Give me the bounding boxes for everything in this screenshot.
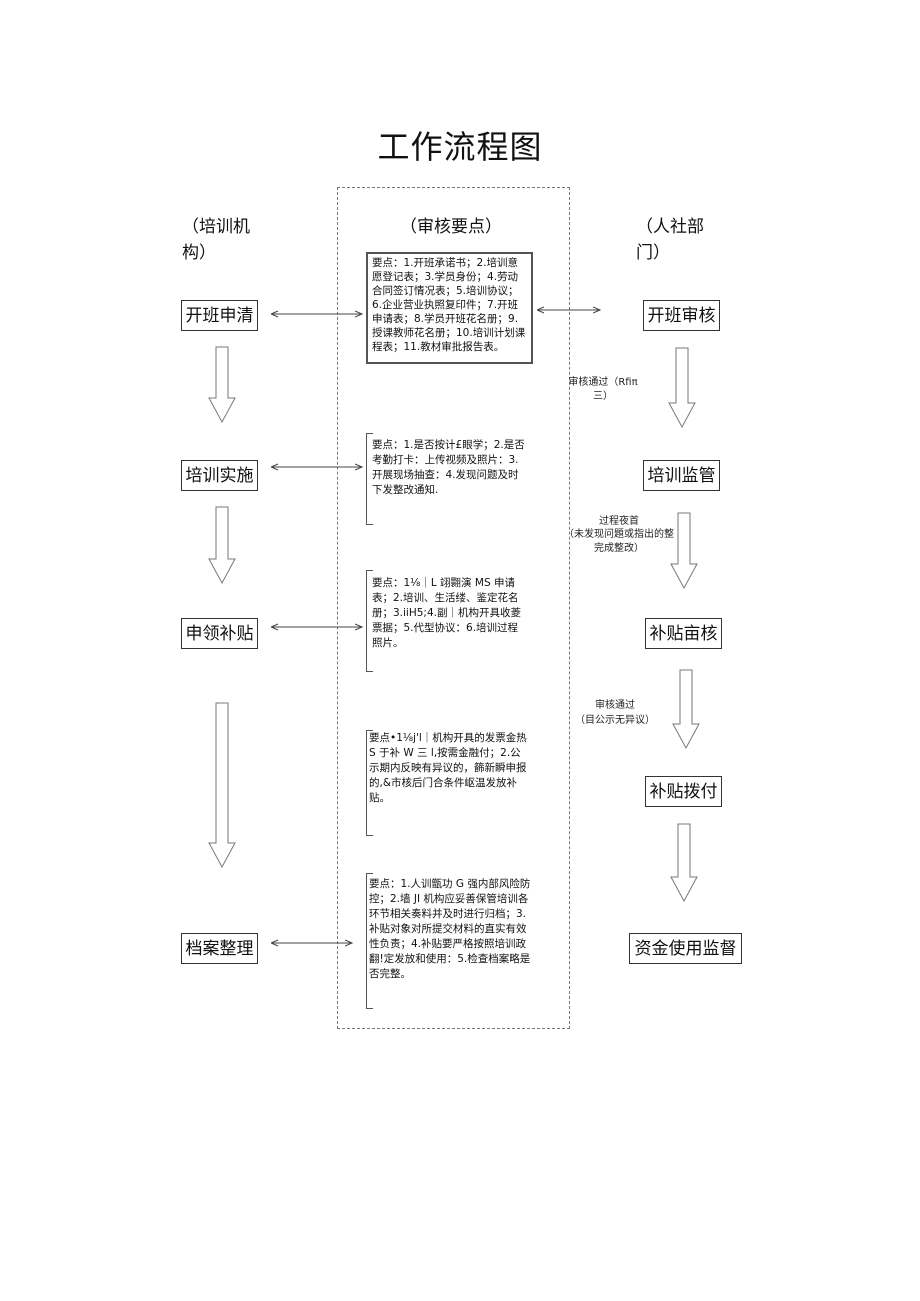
label-review-pass-1: 审核通过（Rfiπ 三）	[568, 377, 638, 402]
left-down-arrow-2	[208, 506, 236, 585]
step-subsidy-disbursement: 补贴拨付	[645, 776, 722, 807]
note-bracket-5	[366, 873, 373, 1009]
right-down-arrow-1	[668, 347, 696, 429]
review-note-1: 要点：1.开班承诺书；2.培训意愿登记表；3.学员身份；4.劳动合同签订情况表；…	[366, 252, 533, 364]
label-review-pass-2: 审核通过	[595, 700, 635, 711]
review-note-4: 要点•1⅛j'l｜机构开具的发票金热 S 于补 W 三 l,按需金融付；2.公示…	[369, 732, 527, 804]
step-apply-class: 开班申清	[181, 300, 258, 331]
label-process-review: 过程夜首	[599, 516, 639, 527]
left-down-arrow-1	[208, 346, 236, 424]
step-fund-usage-supervision: 资金使用监督	[629, 933, 742, 964]
label-process-review-detail: （未发现问題或指出的整完成整改）	[564, 529, 674, 554]
left-down-arrow-3	[208, 702, 236, 869]
header-review-points: （审核要点）	[400, 214, 502, 240]
right-down-arrow-2	[670, 512, 698, 590]
header-hr-department: （人社部门）	[636, 217, 704, 263]
right-down-arrow-3	[672, 669, 700, 750]
step-training-supervision: 培训监管	[643, 460, 720, 491]
note-bracket-4	[366, 730, 373, 836]
note-bracket-2	[366, 433, 373, 525]
header-training-institution: （培训机构）	[182, 217, 250, 263]
step-class-review: 开班审核	[643, 300, 720, 331]
step-claim-subsidy: 申领补贴	[181, 618, 258, 649]
step-training-implement: 培训实施	[181, 460, 258, 491]
review-note-3: 要点：1⅛｜L 翊翾演 MS 申请表；2.培训、生活缕、鉴定花名册；3.iiH5…	[372, 577, 521, 649]
page-title: 工作流程图	[377, 128, 543, 166]
label-review-pass-2-detail: （目公示无异议）	[575, 715, 655, 726]
right-down-arrow-4	[670, 823, 698, 903]
review-note-5: 要点：1.人训甑功 G 强内部风险防控；2.墙 JI 机构应妥善保管培训各环节相…	[369, 878, 531, 980]
step-archive: 档案整理	[181, 933, 258, 964]
review-points-column	[337, 187, 570, 1029]
review-note-2: 要点：1.是否按计£眼学；2.是否考勤打卡：上传视频及照片：3.开展现场抽查：4…	[372, 439, 525, 496]
note-bracket-3	[366, 570, 373, 672]
step-subsidy-review: 补贴亩核	[645, 618, 722, 649]
